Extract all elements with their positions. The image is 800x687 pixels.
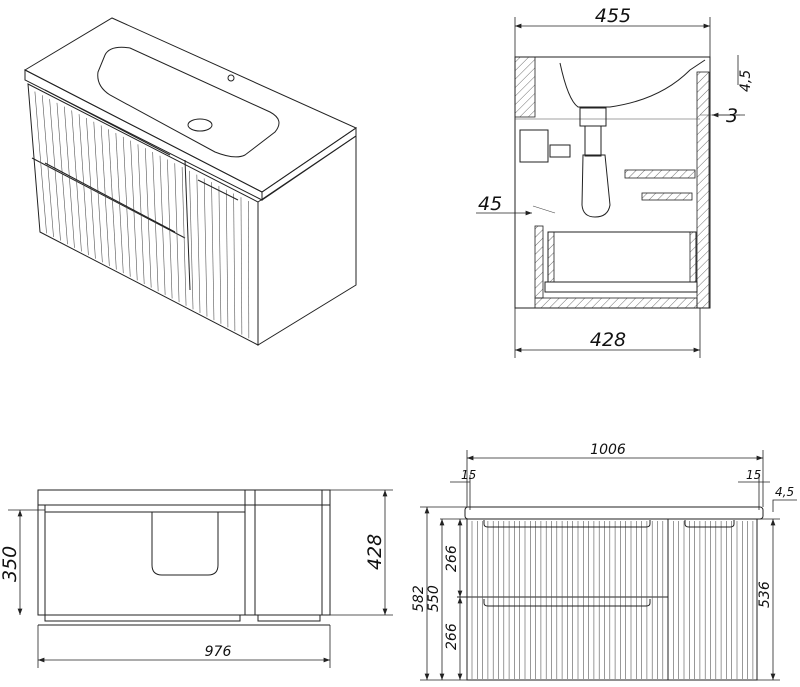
flute-line: [86, 117, 96, 259]
flute-line: [203, 178, 208, 317]
dim-455: 455: [595, 5, 631, 27]
flute-line: [71, 110, 82, 252]
fluted-front: [471, 521, 754, 679]
siphon: [581, 154, 611, 218]
flute-line: [78, 114, 89, 256]
countertop-side-edge: [261, 127, 357, 201]
dim-428-plan: 428: [364, 534, 386, 570]
section-outline: [514, 56, 711, 309]
flute-line: [174, 163, 180, 303]
cabinet-body: [466, 518, 758, 681]
plan-view: 350 428 976: [0, 489, 393, 668]
dim-1006: 1006: [590, 442, 626, 458]
drawer-handle: [44, 162, 176, 233]
flute-line: [181, 167, 187, 306]
side-section-view: 455 3 4,5 45 428: [476, 5, 754, 358]
flute-line: [93, 121, 103, 263]
dim-266-top: 266: [444, 545, 460, 572]
dim-976: 976: [205, 644, 232, 660]
flute-line: [196, 174, 201, 313]
dim-4-5-side: 4,5: [738, 70, 754, 92]
dim-350: 350: [0, 546, 21, 582]
dim-536: 536: [757, 581, 773, 608]
door-handle: [684, 520, 735, 528]
dim-15-right: 15: [746, 468, 761, 482]
dim-582: 582: [411, 585, 427, 612]
tap-hole-icon: [227, 74, 235, 82]
countertop-front-edge: [24, 69, 263, 201]
drawer-handle: [483, 599, 651, 607]
flute-line: [64, 106, 75, 248]
flute-line: [100, 125, 110, 266]
dim-15-left: 15: [461, 468, 476, 482]
drawer-handle: [483, 520, 651, 528]
siphon-cutout: [151, 512, 219, 576]
dim-4-5-front: 4,5: [775, 485, 794, 499]
drain-icon: [187, 118, 213, 132]
door-handle: [197, 179, 239, 201]
flute-line: [49, 99, 61, 241]
dim-45: 45: [478, 193, 502, 215]
flute-line: [240, 197, 243, 335]
sink-basin: [97, 46, 280, 158]
drawer-handle: [44, 89, 171, 156]
dim-428-side: 428: [590, 329, 626, 351]
flute-line: [248, 201, 250, 339]
flute-line: [189, 170, 194, 310]
countertop: [464, 506, 764, 520]
dim-266-bottom: 266: [444, 623, 460, 650]
flute-line: [56, 102, 68, 245]
door-divider: [184, 159, 191, 291]
plan-outline: [37, 489, 331, 616]
flute-line: [225, 189, 229, 328]
flute-line: [211, 182, 215, 321]
dim-550: 550: [426, 585, 442, 612]
hinge: [519, 129, 549, 163]
flute-line: [233, 193, 236, 332]
flute-line: [41, 95, 54, 238]
isometric-view: [23, 17, 358, 346]
cabinet-side: [257, 135, 357, 346]
flute-line: [34, 91, 47, 234]
dim-3: 3: [726, 105, 738, 127]
flute-line: [218, 185, 222, 324]
flute-line: [108, 129, 117, 270]
front-view: 1006 15 15 4,5 582 550 266 266 536: [411, 442, 797, 681]
drawer-divider: [31, 157, 186, 239]
sink-profile: [559, 59, 706, 108]
